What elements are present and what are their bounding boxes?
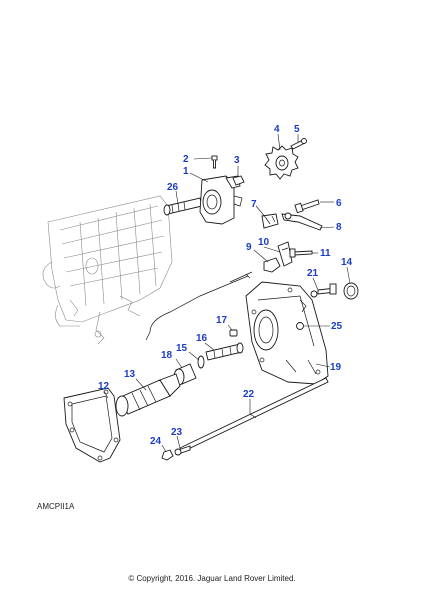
- callout-26: 26: [167, 182, 179, 193]
- copyright-notice: © Copyright, 2016. Jaguar Land Rover Lim…: [128, 574, 296, 583]
- callout-25: 25: [331, 321, 343, 332]
- callout-8: 8: [336, 222, 342, 233]
- callout-16: 16: [196, 333, 208, 344]
- callout-15: 15: [176, 343, 188, 354]
- leader-lines: [103, 133, 351, 453]
- callout-23: 23: [171, 427, 183, 438]
- part-6-bolt: [294, 199, 320, 214]
- callout-4: 4: [274, 124, 280, 135]
- callout-19: 19: [330, 362, 342, 373]
- part-16-shaft: [205, 342, 244, 361]
- callout-14: 14: [341, 257, 353, 268]
- part-4-gear: [264, 145, 299, 180]
- part-1-shift-housing: [199, 175, 243, 225]
- part-2-screw: [211, 155, 218, 169]
- part-26-shaft: [163, 197, 203, 216]
- part-9-bracket: [263, 257, 281, 273]
- callout-21: 21: [307, 268, 319, 279]
- callout-7: 7: [251, 199, 257, 210]
- part-25-plug: [296, 322, 304, 330]
- part-3-block: [232, 175, 245, 186]
- callout-10: 10: [258, 237, 270, 248]
- callout-6: 6: [336, 198, 342, 209]
- part-8-lever: [281, 212, 323, 231]
- callout-12: 12: [98, 381, 110, 392]
- callout-18: 18: [161, 350, 173, 361]
- callout-1: 1: [183, 166, 189, 177]
- callout-9: 9: [246, 242, 252, 253]
- part-21-bolt: [310, 283, 337, 298]
- part-12-gasket: [63, 387, 121, 463]
- part-24-nut: [161, 449, 174, 461]
- part-5-pin: [290, 138, 307, 150]
- callout-3: 3: [234, 155, 240, 166]
- callout-24: 24: [150, 436, 162, 447]
- part-17-sleeve: [229, 329, 238, 337]
- callout-11: 11: [320, 248, 331, 259]
- callout-17: 17: [216, 315, 228, 326]
- callout-13: 13: [124, 369, 136, 380]
- selector-rod: [145, 271, 253, 341]
- part-19-extension-housing: [245, 281, 329, 385]
- callout-2: 2: [183, 154, 189, 165]
- part-14-seal: [343, 282, 359, 300]
- callout-labels: 1 2 3 4 5 6 7 8 9 10 11 12 13 14 15 16 1…: [98, 124, 353, 447]
- callout-22: 22: [243, 389, 255, 400]
- figure-reference: AMCPII1A: [37, 502, 75, 511]
- part-10-bracket: [277, 241, 293, 267]
- gearbox-housing-ghost: [42, 195, 173, 345]
- part-7-clip: [261, 213, 279, 229]
- part-11-screw: [289, 248, 313, 258]
- part-13-output-shaft: [115, 373, 181, 417]
- part-15-washer: [197, 355, 205, 369]
- part-23-bolt: [174, 445, 191, 456]
- callout-5: 5: [294, 124, 300, 135]
